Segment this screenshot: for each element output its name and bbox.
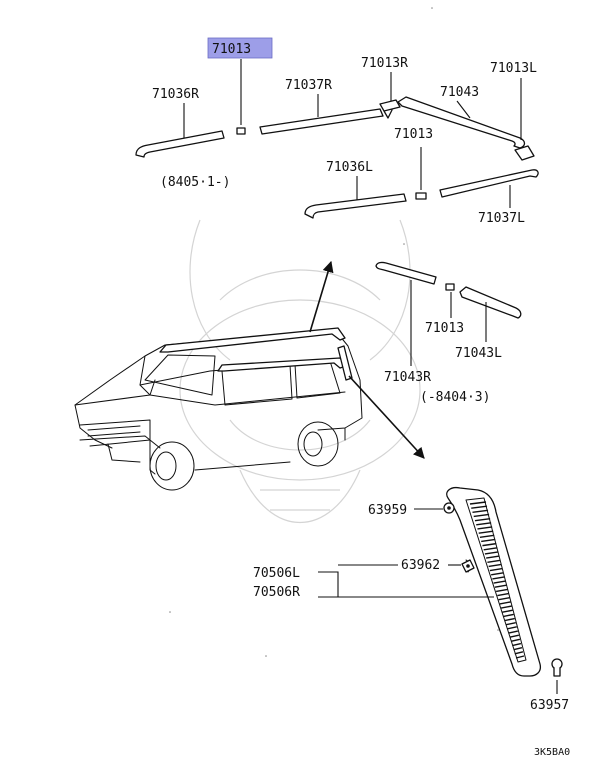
garnish-rib	[508, 630, 518, 634]
label-71013-mid[interactable]: 71013	[394, 127, 433, 142]
garnish-rib	[493, 580, 506, 584]
label-71036L[interactable]: 71036L	[326, 160, 373, 175]
garnish-rib	[471, 505, 488, 509]
garnish-rib	[513, 646, 523, 651]
garnish-rib	[512, 642, 522, 647]
garnish-rib	[482, 542, 497, 547]
molding-71043L[interactable]	[459, 286, 522, 319]
arrow-to-pillar-garnish	[348, 375, 425, 459]
garnish-rib	[472, 509, 489, 514]
garnish-rib	[469, 501, 487, 505]
garnish-rib	[497, 592, 509, 597]
garnish-rib	[510, 638, 521, 643]
garnish-rib	[502, 609, 513, 613]
date-note-until: (-8404·3)	[420, 390, 490, 405]
label-71043L[interactable]: 71043L	[455, 346, 502, 361]
garnish-rib	[507, 626, 517, 630]
garnish-rib	[476, 522, 492, 526]
label-71013-top: 71013	[212, 42, 251, 57]
diagram-code: 3K5BA0	[534, 747, 570, 758]
label-71043R[interactable]: 71043R	[384, 370, 431, 385]
fastener-63959[interactable]	[443, 502, 455, 514]
garnish-rib	[509, 634, 520, 638]
garnish-rib	[487, 559, 501, 563]
molding-71036L[interactable]	[304, 193, 407, 219]
label-63962[interactable]: 63962	[401, 558, 440, 573]
garnish-rib	[486, 555, 500, 559]
molding-71043[interactable]	[397, 96, 526, 149]
garnish-ribs	[469, 501, 525, 659]
molding-71043R[interactable]	[375, 261, 437, 285]
molding-71037L[interactable]	[439, 169, 539, 198]
vehicle-outline	[74, 327, 363, 491]
clip-71013-top[interactable]	[236, 127, 246, 135]
garnish-rib	[489, 567, 503, 572]
label-63959[interactable]: 63959	[368, 503, 407, 518]
label-71037L[interactable]: 71037L	[478, 211, 525, 226]
garnish-rib	[500, 605, 512, 609]
garnish-rib	[504, 617, 515, 622]
garnish-rib	[514, 651, 524, 655]
garnish-rib	[473, 513, 490, 518]
arrow-to-roof-moldings	[309, 260, 334, 333]
garnish-rib	[479, 534, 495, 538]
label-71043[interactable]: 71043	[440, 85, 479, 100]
clip-71013L[interactable]	[514, 145, 535, 161]
garnish-rib	[494, 584, 507, 588]
label-71037R[interactable]: 71037R	[285, 78, 332, 93]
garnish-rib	[499, 601, 511, 605]
clip-71013R[interactable]	[379, 99, 401, 119]
clip-71013-low[interactable]	[445, 283, 455, 291]
label-63957[interactable]: 63957	[530, 698, 569, 713]
molding-71036R[interactable]	[135, 130, 225, 158]
fastener-63957[interactable]	[551, 658, 563, 677]
garnish-rib	[483, 547, 498, 551]
garnish-rib	[495, 588, 508, 593]
label-71013-low[interactable]: 71013	[425, 321, 464, 336]
garnish-rib	[503, 613, 514, 618]
highlight-box	[207, 37, 273, 59]
molding-71037R[interactable]	[259, 108, 384, 135]
garnish-rib	[477, 526, 493, 530]
garnish-rib	[481, 538, 496, 543]
watermark-emblem	[179, 219, 421, 523]
clip-71013-mid[interactable]	[415, 192, 427, 200]
garnish-rib	[488, 563, 502, 568]
fastener-63962[interactable]	[461, 559, 475, 573]
garnish-rib	[474, 517, 491, 522]
garnish-rib	[491, 572, 504, 576]
pillar-garnish-70506[interactable]	[446, 486, 542, 677]
garnish-rib	[498, 597, 510, 601]
garnish-rib	[484, 551, 499, 555]
garnish-rib	[478, 530, 494, 534]
callout-71013-highlighted[interactable]: 71013	[207, 37, 273, 59]
label-71013L[interactable]: 71013L	[490, 61, 537, 76]
label-70506R[interactable]: 70506R	[253, 585, 300, 600]
label-71036R[interactable]: 71036R	[152, 87, 199, 102]
garnish-rib	[505, 622, 516, 626]
garnish-rib	[492, 576, 505, 580]
garnish-rib	[515, 655, 525, 659]
label-70506L[interactable]: 70506L	[253, 566, 300, 581]
label-71013R[interactable]: 71013R	[361, 56, 408, 71]
date-note-from: (8405·1-)	[160, 175, 230, 190]
